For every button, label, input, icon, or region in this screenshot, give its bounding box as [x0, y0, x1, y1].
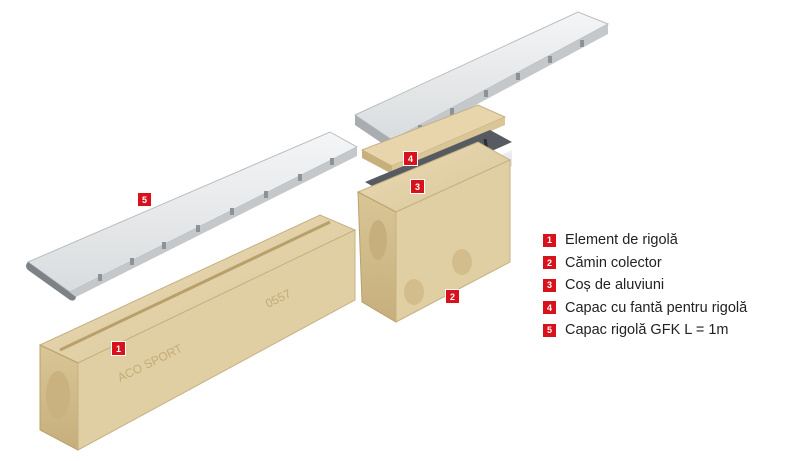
legend-label: Element de rigolă	[565, 232, 678, 249]
channel-element: ACO SPORT 0557	[38, 214, 357, 451]
legend-label: Capac rigolă GFK L = 1m	[565, 322, 729, 339]
legend-badge: 4	[543, 301, 556, 315]
legend-item-5: 5 Capac rigolă GFK L = 1m	[543, 319, 793, 342]
left-cover-grating	[26, 131, 359, 301]
legend-badge: 1	[543, 233, 556, 247]
legend-badge: 2	[543, 256, 556, 270]
callout-3: 3	[410, 179, 425, 194]
legend: 1 Element de rigolă 2 Cămin colector 3 C…	[543, 229, 793, 342]
callout-2: 2	[445, 289, 460, 304]
legend-label: Coș de aluviuni	[565, 277, 665, 294]
legend-badge: 5	[543, 323, 556, 337]
legend-label: Capac cu fantă pentru rigolă	[565, 299, 748, 316]
legend-item-4: 4 Capac cu fantă pentru rigolă	[543, 297, 793, 320]
legend-item-2: 2 Cămin colector	[543, 252, 793, 275]
callout-1: 1	[111, 341, 126, 356]
callout-4: 4	[403, 151, 418, 166]
legend-item-1: 1 Element de rigolă	[543, 229, 793, 252]
legend-label: Cămin colector	[565, 254, 662, 271]
legend-item-3: 3 Coș de aluviuni	[543, 274, 793, 297]
catch-pit	[356, 141, 512, 323]
legend-badge: 3	[543, 278, 556, 292]
callout-5-left: 5	[137, 192, 152, 207]
